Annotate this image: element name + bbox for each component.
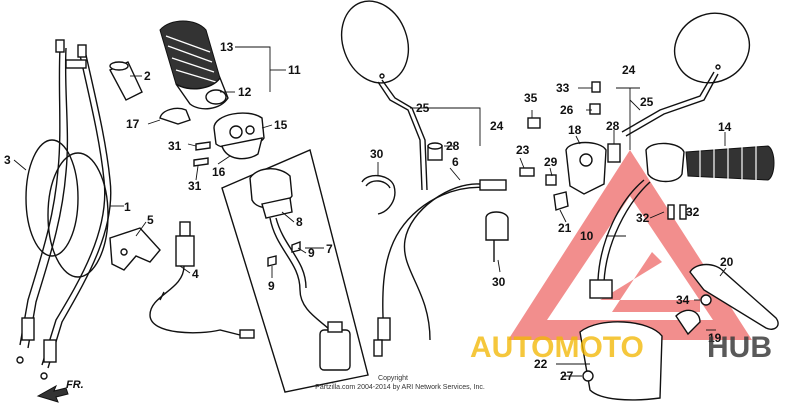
callout-14: 14 <box>718 120 732 134</box>
switch-assembly-box <box>221 149 369 393</box>
right-grip <box>645 142 775 183</box>
callout-29: 29 <box>544 155 558 169</box>
callout-13: 13 <box>220 40 234 54</box>
callout-10: 10 <box>580 229 594 243</box>
callout-22: 22 <box>534 357 548 371</box>
right-mirror <box>621 12 751 137</box>
cable-boot <box>109 61 143 101</box>
copyright-line-1: Copyright <box>378 375 408 382</box>
callout-labels: 1 2 3 4 5 6 7 8 9 9 10 11 12 13 14 15 16… <box>4 40 734 383</box>
front-direction-arrow: FR. <box>36 379 84 403</box>
callout-31a: 31 <box>168 139 182 153</box>
callout-33: 33 <box>556 81 570 95</box>
watermark-triangle <box>508 150 752 340</box>
callout-16: 16 <box>212 165 226 179</box>
watermark-logo <box>508 150 752 340</box>
callout-34: 34 <box>676 293 690 307</box>
callout-32a: 32 <box>636 211 650 225</box>
callout-15: 15 <box>274 118 288 132</box>
callout-28-right: 28 <box>606 119 620 133</box>
callout-9a: 9 <box>308 246 315 260</box>
callout-12: 12 <box>238 85 252 99</box>
front-brake-lever <box>689 263 779 330</box>
callout-11: 11 <box>288 63 301 77</box>
leader-lines <box>13 46 727 377</box>
callout-25-left: 25 <box>416 101 430 115</box>
cable-bracket <box>109 227 161 271</box>
callout-35: 35 <box>524 91 538 105</box>
watermark-word-a: AUTOMOTO <box>470 331 644 364</box>
switch-wiring <box>589 179 651 299</box>
watermark-word-b: HUB <box>707 331 772 364</box>
callout-4: 4 <box>192 267 199 281</box>
callout-19: 19 <box>708 331 722 345</box>
callout-21: 21 <box>558 221 572 235</box>
clutch-cable <box>373 179 507 357</box>
callout-7: 7 <box>326 242 333 256</box>
callout-2: 2 <box>144 69 151 83</box>
callout-1: 1 <box>124 200 131 214</box>
callout-28-left: 28 <box>446 139 460 153</box>
callout-30-right: 30 <box>492 275 506 289</box>
screws-32 <box>667 204 687 220</box>
callout-23: 23 <box>516 143 530 157</box>
callout-9b: 9 <box>268 279 275 293</box>
cable-clamp-right <box>485 211 509 262</box>
callout-18: 18 <box>568 123 582 137</box>
cable-clamp-left <box>361 175 396 215</box>
watermark-inner-mark <box>600 252 700 312</box>
throttle-cable-assembly <box>16 39 112 380</box>
left-mirror <box>340 0 428 191</box>
callout-24-left: 24 <box>490 119 504 133</box>
lever-cover <box>579 309 701 401</box>
callout-5: 5 <box>147 213 154 227</box>
throttle-housing <box>159 107 265 167</box>
callout-30-left: 30 <box>370 147 384 161</box>
throttle-grip <box>159 20 229 110</box>
callout-26: 26 <box>560 103 574 117</box>
mirror-adapter-left <box>427 142 443 161</box>
callout-25-right: 25 <box>640 95 654 109</box>
copyright-line-2: Partzilla.com 2004-2014 by ARI Network S… <box>315 384 485 391</box>
direction-label: FR. <box>66 379 84 391</box>
callout-8: 8 <box>296 215 303 229</box>
callout-27: 27 <box>560 369 574 383</box>
callout-6: 6 <box>452 155 459 169</box>
clutch-lever-bracket <box>519 141 607 211</box>
callout-3: 3 <box>4 153 11 167</box>
callout-24-right: 24 <box>622 63 636 77</box>
callout-31b: 31 <box>188 179 202 193</box>
callout-20: 20 <box>720 255 734 269</box>
callout-17: 17 <box>126 117 140 131</box>
choke-cable <box>149 221 255 339</box>
callout-32b: 32 <box>686 205 700 219</box>
